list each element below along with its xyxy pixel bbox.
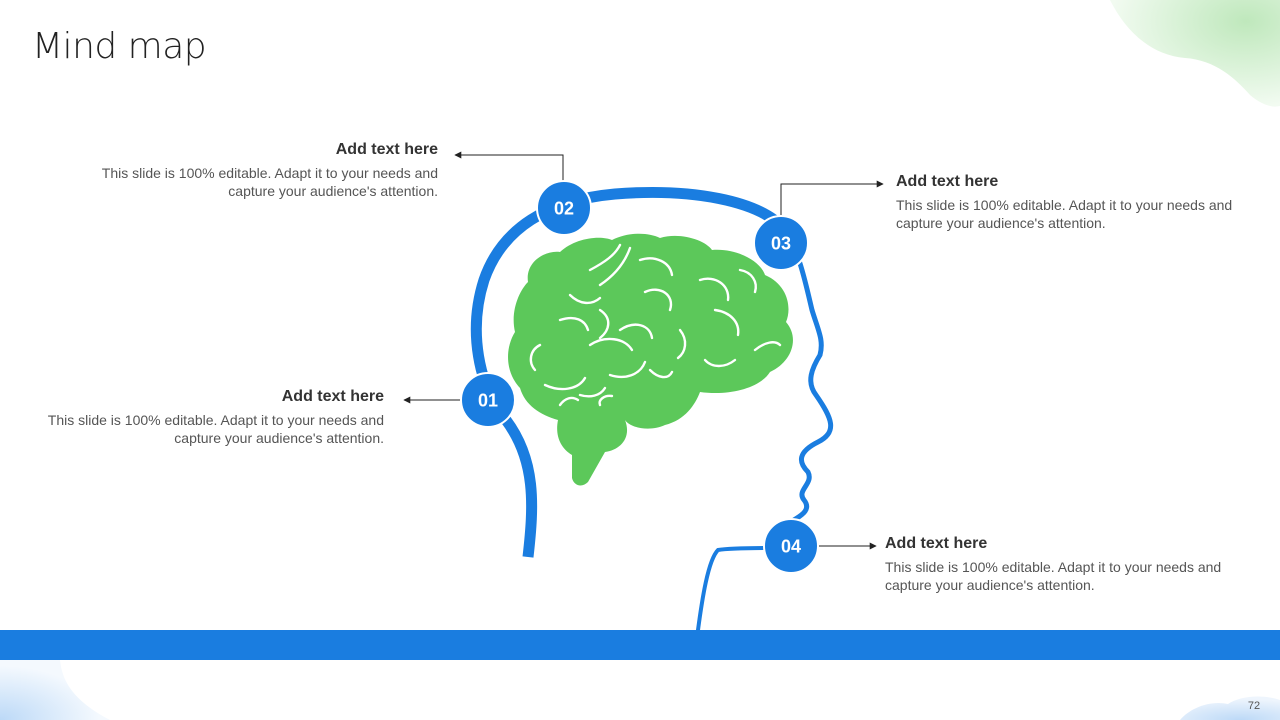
callout-04-description: This slide is 100% editable. Adapt it to… — [885, 559, 1222, 593]
brain-icon — [508, 233, 793, 486]
connector-03 — [780, 180, 884, 217]
node-badge-04[interactable]: 04 — [763, 518, 819, 574]
callout-03-description: This slide is 100% editable. Adapt it to… — [896, 197, 1233, 231]
callout-01-heading: Add text here — [281, 388, 384, 405]
node-number-03: 03 — [771, 234, 791, 254]
node-badge-01[interactable]: 01 — [460, 372, 516, 428]
bottom-right-decor-blob — [1180, 696, 1280, 720]
page-number: 72 — [1247, 700, 1261, 712]
callout-03[interactable]: Add text here This slide is 100% editabl… — [896, 172, 1236, 232]
callout-02[interactable]: Add text here This slide is 100% editabl… — [98, 140, 438, 200]
slide-title: Mind map — [32, 26, 207, 67]
head-outline-back — [470, 187, 790, 558]
node-badge-02[interactable]: 02 — [536, 180, 592, 236]
bottom-left-decor-blob — [0, 660, 110, 720]
callout-01[interactable]: Add text here This slide is 100% editabl… — [44, 387, 384, 447]
callout-02-description: This slide is 100% editable. Adapt it to… — [101, 165, 438, 199]
callout-01-description: This slide is 100% editable. Adapt it to… — [47, 412, 384, 446]
neck-line — [696, 546, 772, 632]
node-badge-03[interactable]: 03 — [753, 215, 809, 271]
node-number-01: 01 — [478, 391, 498, 411]
node-number-02: 02 — [554, 199, 574, 219]
callout-04-heading: Add text here — [885, 535, 988, 552]
connector-02 — [454, 151, 564, 182]
node-number-04: 04 — [781, 537, 801, 557]
callout-03-heading: Add text here — [896, 173, 999, 190]
callout-02-heading: Add text here — [335, 141, 438, 158]
bottom-blue-band — [0, 630, 1280, 660]
callout-04[interactable]: Add text here This slide is 100% editabl… — [885, 534, 1225, 594]
top-right-decor-blob — [1110, 0, 1280, 107]
head-outline-face — [783, 227, 834, 523]
